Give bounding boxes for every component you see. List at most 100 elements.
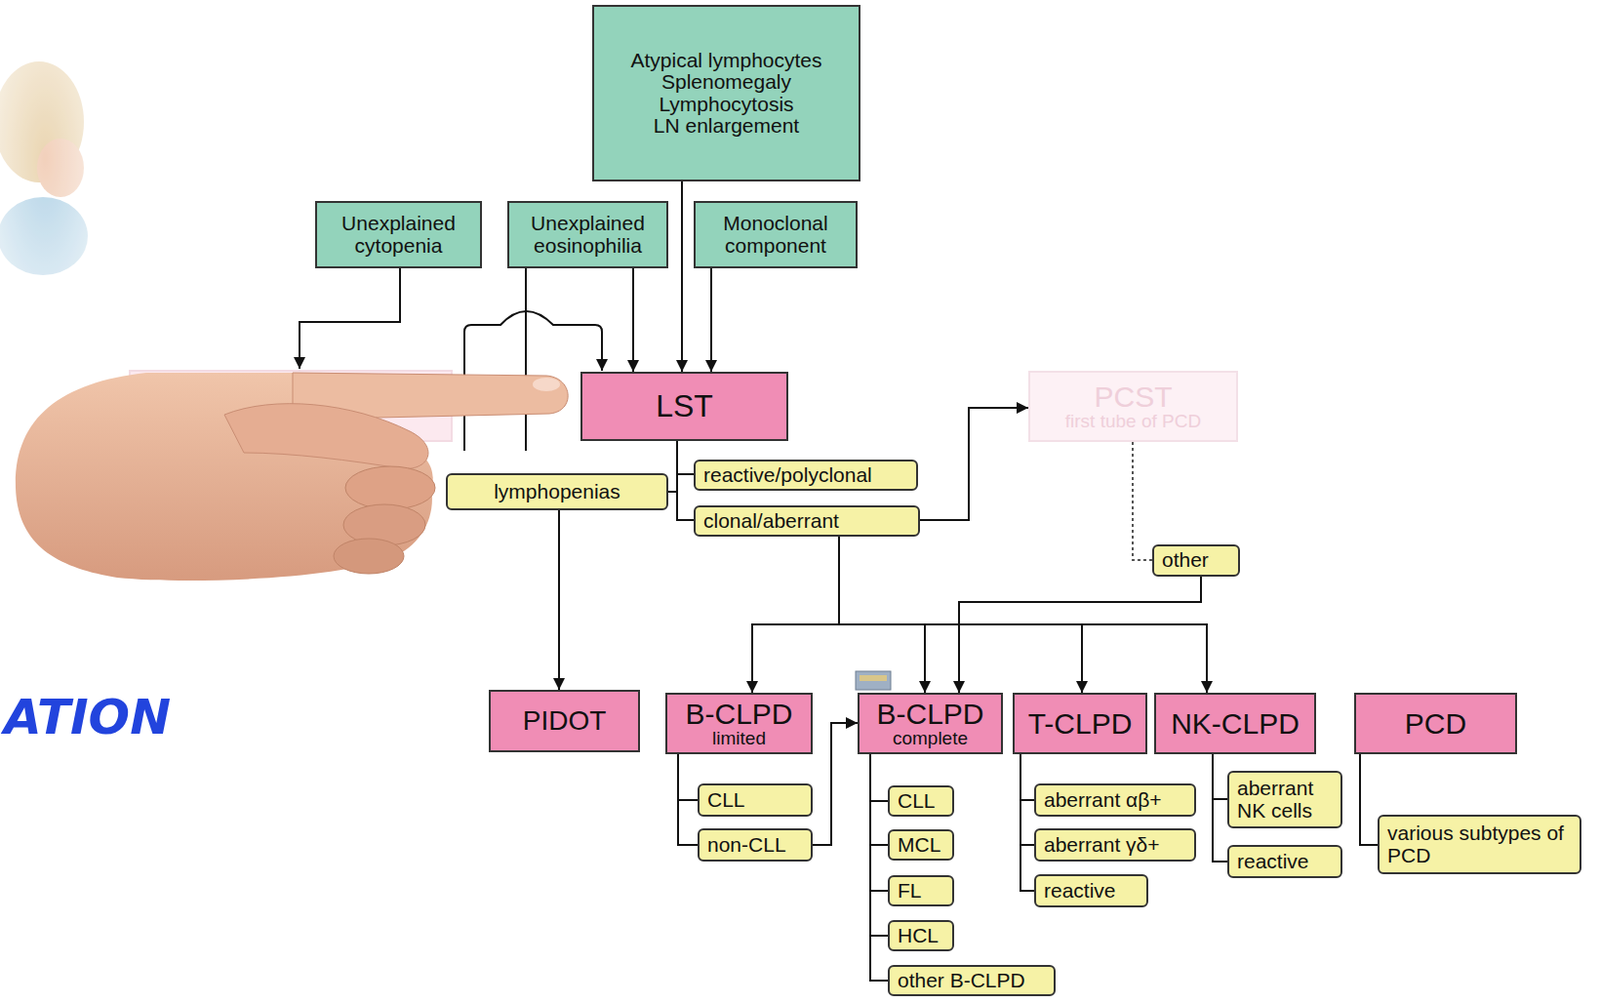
result-tag: CLL [887,785,955,817]
result-tag: HCL [887,920,955,952]
criterion-box: Monoclonal component [693,200,858,269]
tube-box: LST [580,371,789,441]
node-text: first tube of PCD [1065,411,1201,432]
criterion-box: Unexplained eosinophilia [507,200,669,269]
tube-box: PIDOT [488,689,640,753]
faded-tube-box: PCSTfirst tube of PCD [1028,370,1239,442]
connector [632,268,635,372]
connector [752,536,840,693]
connector [678,754,698,800]
node-text: MCL [897,834,941,856]
criterion-box: Atypical lymphocytesSplenomegalyLymphocy… [592,4,861,182]
finger-nail [532,377,560,392]
node-text: Splenomegaly [661,71,792,93]
result-tag: CLL [697,783,813,817]
connector [1020,754,1035,891]
node-text: B-CLPD [684,698,793,730]
node-text: reactive/polyclonal [703,464,873,486]
node-text: Atypical lymphocytes [630,49,822,72]
result-tag: reactive [1227,844,1343,879]
connector [558,510,560,690]
thumb [224,403,429,470]
person-photo [0,39,90,279]
node-text: various subtypes of PCD [1387,822,1572,866]
node-text: other [1161,549,1209,571]
connector [710,268,713,372]
result-tag: aberrant NK cells [1227,770,1343,829]
node-text: other B-CLPD [897,969,1026,992]
connector [870,754,888,891]
node-text: B-CLPD [876,698,984,730]
connector [1020,754,1035,845]
connector [959,576,1201,693]
connector [920,407,1029,520]
node-text: Monoclonal component [703,212,848,256]
node-text: CLL [707,789,746,811]
result-tag: aberrant γδ+ [1034,828,1197,862]
connector [870,754,888,845]
connector [677,440,694,520]
node-text: aberrant NK cells [1237,777,1333,821]
curled-finger [343,504,426,546]
result-tag: FL [887,875,955,907]
node-text: aberrant αβ+ [1043,789,1162,811]
connector [870,754,888,936]
connector [1212,754,1228,862]
result-tag: various subtypes of PCD [1377,814,1582,875]
tube-box: B-CLPDcomplete [857,692,1003,755]
result-tag: clonal/aberrant [693,505,920,537]
connector [1212,754,1228,800]
node-text: HCL [897,924,939,947]
result-tag: non-CLL [697,828,813,862]
node-text: complete [892,728,968,749]
result-tag: aberrant αβ+ [1034,783,1197,817]
node-text: Unexplained cytopenia [324,212,473,256]
node-text: Lymphocytosis [658,93,794,116]
node-text: NK-CLPD [1170,708,1300,740]
connector [1360,754,1378,845]
node-text: aberrant γδ+ [1043,834,1160,856]
node-text: reactive [1237,850,1310,873]
criterion-box: Unexplained cytopenia [315,200,482,269]
node-text: LN enlargement [653,115,800,137]
curled-finger [345,466,436,510]
leader-line [299,268,400,369]
thumbnail-icon [855,671,891,690]
tube-box: B-CLPDlimited [665,692,813,755]
result-tag: MCL [887,829,955,861]
result-tag: reactive [1034,874,1149,908]
result-tag: reactive/polyclonal [693,459,919,491]
tube-box: T-CLPD [1012,692,1148,755]
node-text: T-CLPD [1028,708,1133,740]
photo-fade [0,39,90,279]
connector [839,536,925,693]
connector [677,440,694,475]
tube-box: NK-CLPD [1154,692,1317,755]
node-text: non-CLL [707,834,787,856]
connector [870,754,888,981]
result-tag: other B-CLPD [887,964,1056,997]
connector [812,722,858,845]
node-text: lymphopenias [493,480,621,503]
slide-title-fragment: ATION [3,688,171,746]
node-text: PIDOT [522,706,607,735]
node-text: clonal/aberrant [703,510,840,532]
leader-line [524,268,527,451]
connector [678,754,698,845]
connector [1020,754,1035,800]
curled-finger [333,538,404,574]
connector [870,754,888,801]
connector [680,181,683,372]
tube-box: PCD [1354,692,1518,755]
node-text: CLL [897,790,936,812]
node-text: Unexplained eosinophilia [517,212,659,256]
node-text: limited [712,728,766,749]
node-text: reactive [1043,880,1117,902]
result-tag: lymphopenias [445,473,669,511]
node-text: PCD [1404,708,1467,740]
connector [1132,441,1153,560]
node-text: LST [655,390,714,424]
node-text: FL [897,880,922,902]
connector [839,536,1082,693]
node-text: PCST [1093,381,1172,413]
